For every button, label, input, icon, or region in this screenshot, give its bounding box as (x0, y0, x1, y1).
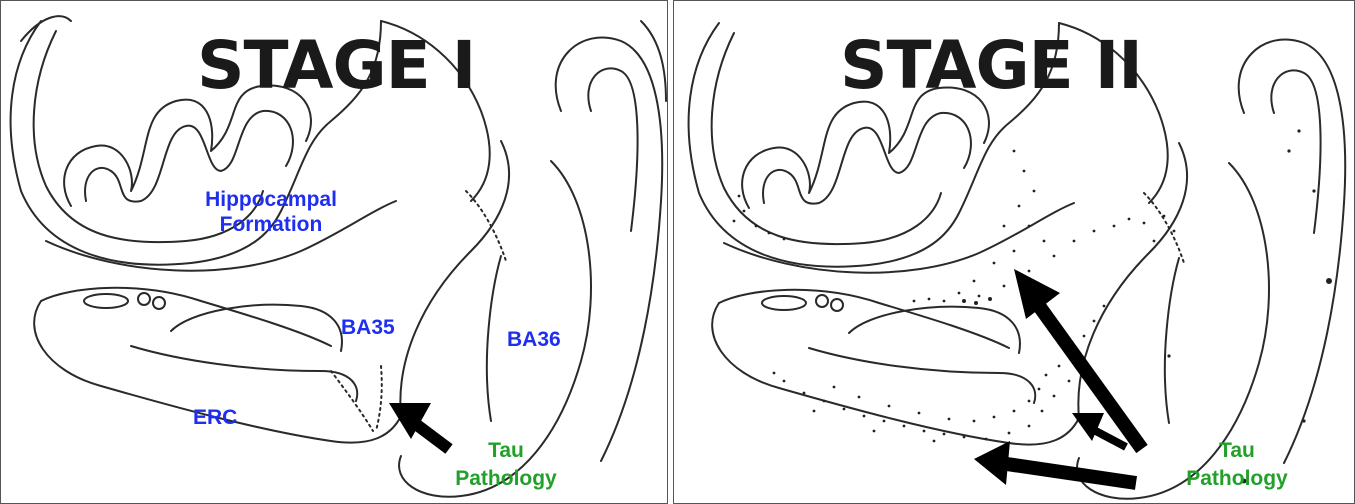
dentate-gyrus-inner (763, 113, 971, 204)
erc-fold (131, 346, 357, 401)
parahippocampal-upper-edge (41, 288, 331, 346)
ventricle-slit (762, 296, 806, 310)
small-vessel-1 (138, 293, 150, 305)
collateral-sulcus (400, 141, 509, 416)
stage-1-panel: STAGE I Hippocampal Formation BA35 BA36 … (0, 0, 668, 504)
erc-border-dotted (376, 366, 382, 431)
tau-pathology-label: Tau Pathology (431, 437, 581, 493)
small-vessel-2 (153, 297, 165, 309)
subiculum-fold (171, 305, 342, 351)
stage-title: STAGE I (197, 33, 475, 99)
ba35-label: BA35 (341, 315, 421, 340)
ba36-label: BA36 (507, 327, 587, 352)
parahippocampal-upper-edge (719, 290, 1009, 348)
hippocampal-label-line1: Hippocampal (171, 187, 371, 212)
hippocampal-formation-label: Hippocampal Formation (171, 187, 371, 237)
right-gyrus-inner (588, 68, 637, 231)
dentate-gyrus-outline (742, 87, 989, 208)
hippocampal-band (724, 203, 1074, 273)
small-vessel-1 (816, 295, 828, 307)
stage-2-panel: STAGE II Tau Pathology (673, 0, 1355, 504)
tau-pathology-label: Tau Pathology (1152, 437, 1322, 493)
erc-label: ERC (193, 405, 253, 430)
ba36-inner-fold (1165, 258, 1179, 423)
small-vessel-2 (831, 299, 843, 311)
upper-left-contour (21, 16, 71, 41)
ba36-inner-fold (487, 256, 501, 421)
parahippocampal-lower-lobe (712, 303, 1079, 445)
tau-arrows (974, 269, 1142, 485)
tau-label-line2: Pathology (431, 465, 581, 493)
subiculum-fold (849, 307, 1020, 353)
right-gyrus-outer (556, 37, 663, 461)
ventricle-slit (84, 294, 128, 308)
erc-fold (809, 348, 1035, 403)
hippocampal-label-line2: Formation (171, 212, 371, 237)
tau-label-line2: Pathology (1152, 465, 1322, 493)
tau-label-line1: Tau (431, 437, 581, 465)
stage-title: STAGE II (840, 33, 1142, 99)
right-gyrus-outer (1239, 39, 1346, 463)
right-gyrus-inner (1271, 70, 1320, 233)
tau-label-line1: Tau (1152, 437, 1322, 465)
